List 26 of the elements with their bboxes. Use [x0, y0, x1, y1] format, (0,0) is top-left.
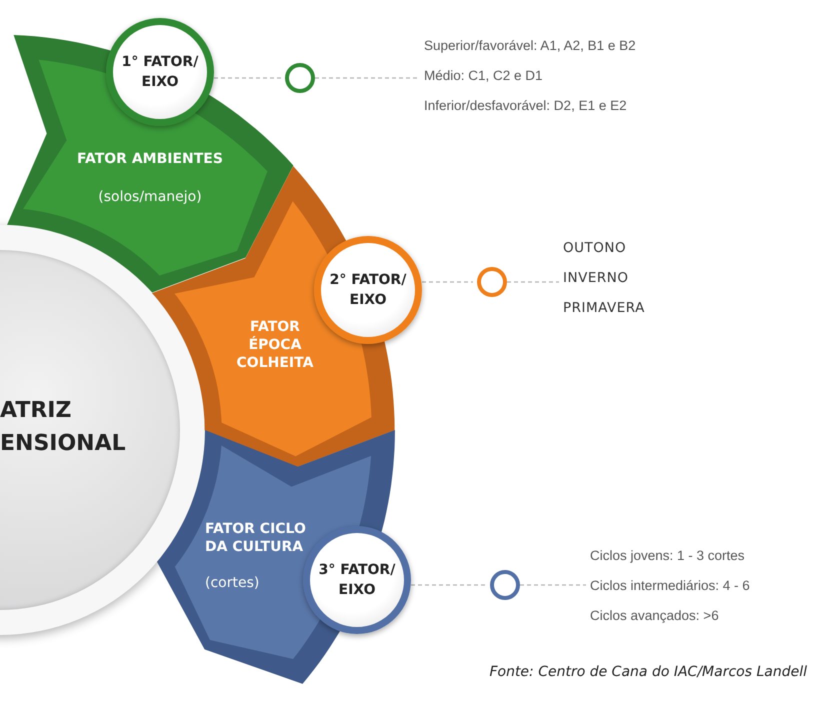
list-item-text: INVERNO: [563, 270, 630, 286]
source-caption: Fonte: Centro de Cana do IAC/Marcos Landell: [489, 664, 807, 680]
factor-badge: 2° FATOR/ EIXO: [314, 236, 422, 344]
dashed-connector: [411, 584, 486, 586]
segment-label: (solos/manejo): [97, 188, 203, 206]
list-item-text: Ciclos avançados: >6: [590, 608, 720, 624]
ring-marker: [285, 63, 315, 93]
dashed-connector: [520, 584, 586, 586]
segment-label: (cortes): [204, 574, 260, 592]
segment-label: FATOR ÉPOCA COLHEITA: [236, 318, 314, 372]
ring-marker: [477, 267, 507, 297]
title-text: ATRIZ ENSIONAL: [0, 397, 127, 458]
ring-marker: [490, 570, 520, 600]
list-item-text: Médio: C1, C2 e D1: [424, 68, 544, 84]
list-item-text: Inferior/desfavorável: D2, E1 e E2: [424, 98, 628, 114]
dashed-connector: [422, 281, 473, 283]
segment-label: FATOR AMBIENTES: [76, 150, 224, 168]
list-item-text: Ciclos jovens: 1 - 3 cortes: [590, 548, 746, 564]
factor-badge: 1° FATOR/ EIXO: [106, 18, 214, 126]
dashed-connector: [214, 77, 281, 79]
list-item-text: Ciclos intermediários: 4 - 6: [590, 578, 751, 594]
dashed-connector: [315, 77, 420, 79]
list-item-text: Superior/favorável: A1, A2, B1 e B2: [424, 38, 637, 54]
list-item-text: OUTONO: [563, 240, 628, 256]
dashed-connector: [507, 281, 559, 283]
list-item-text: PRIMAVERA: [563, 300, 646, 316]
